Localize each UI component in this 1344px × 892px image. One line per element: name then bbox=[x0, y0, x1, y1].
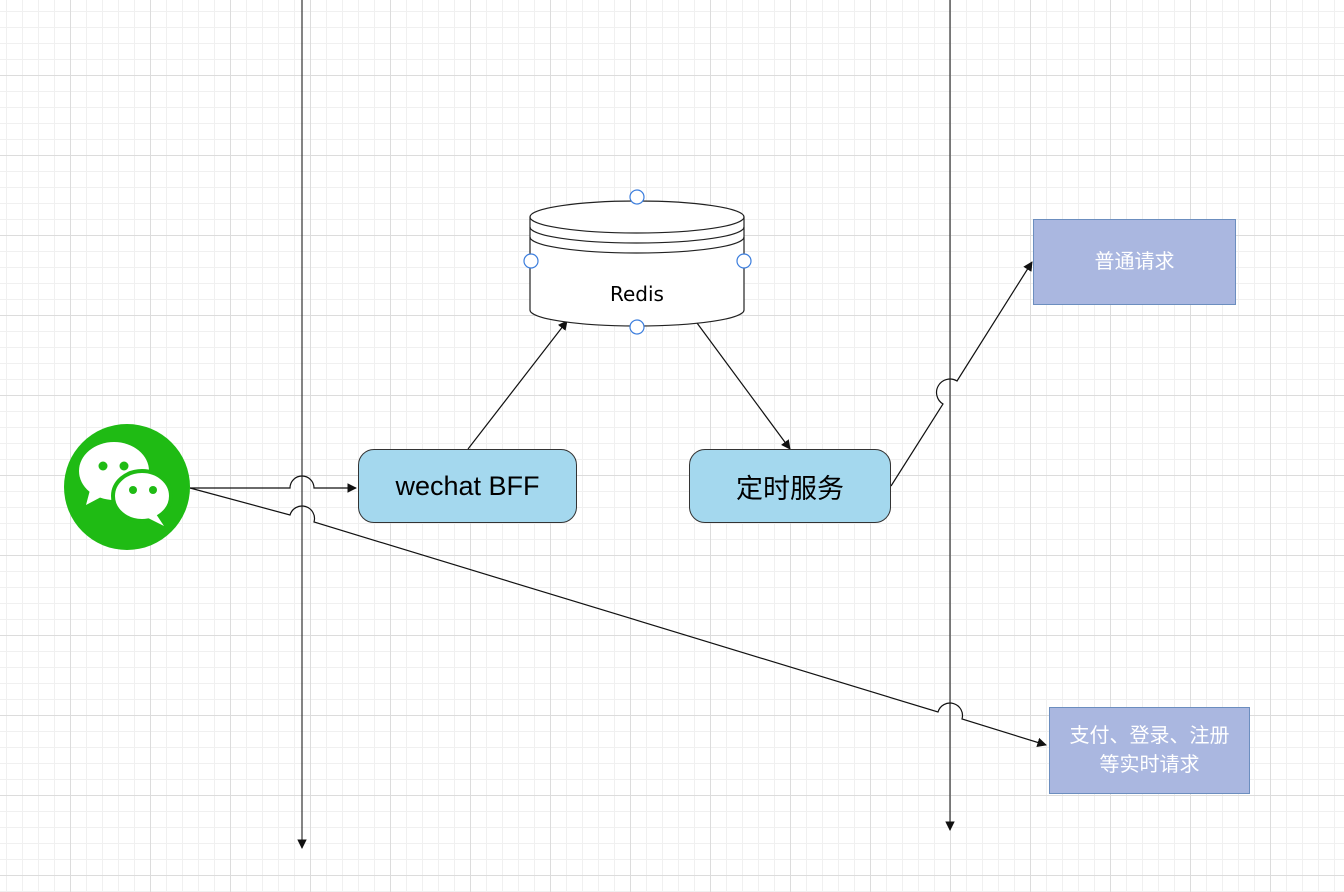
bff-node[interactable]: wechat BFF bbox=[358, 449, 577, 523]
redis-label: Redis bbox=[610, 282, 664, 306]
edge-redis-to-scheduler bbox=[696, 322, 791, 450]
normal-request-label: 普通请求 bbox=[1094, 250, 1175, 273]
wechat-icon[interactable] bbox=[64, 424, 190, 550]
scheduler-node[interactable]: 定时服务 bbox=[689, 449, 891, 523]
redis-cylinder[interactable] bbox=[529, 200, 745, 327]
normal-request-node[interactable]: 普通请求 bbox=[1033, 219, 1236, 305]
realtime-request-label-line2: 等实时请求 bbox=[1099, 753, 1200, 776]
edge-wechat-to-realtime-request bbox=[189, 487, 1047, 748]
edge-bff-to-redis bbox=[467, 320, 568, 450]
realtime-request-label-line1: 支付、登录、注册 bbox=[1069, 724, 1230, 747]
edge-wechat-to-bff bbox=[190, 475, 357, 493]
bff-label: wechat BFF bbox=[395, 470, 540, 501]
redis-label-box: Redis bbox=[560, 278, 714, 310]
realtime-request-node[interactable]: 支付、登录、注册 等实时请求 bbox=[1049, 707, 1250, 794]
edge-scheduler-to-normal-request bbox=[890, 261, 1033, 487]
scheduler-label: 定时服务 bbox=[736, 473, 844, 504]
selection-handles[interactable] bbox=[523, 189, 752, 335]
